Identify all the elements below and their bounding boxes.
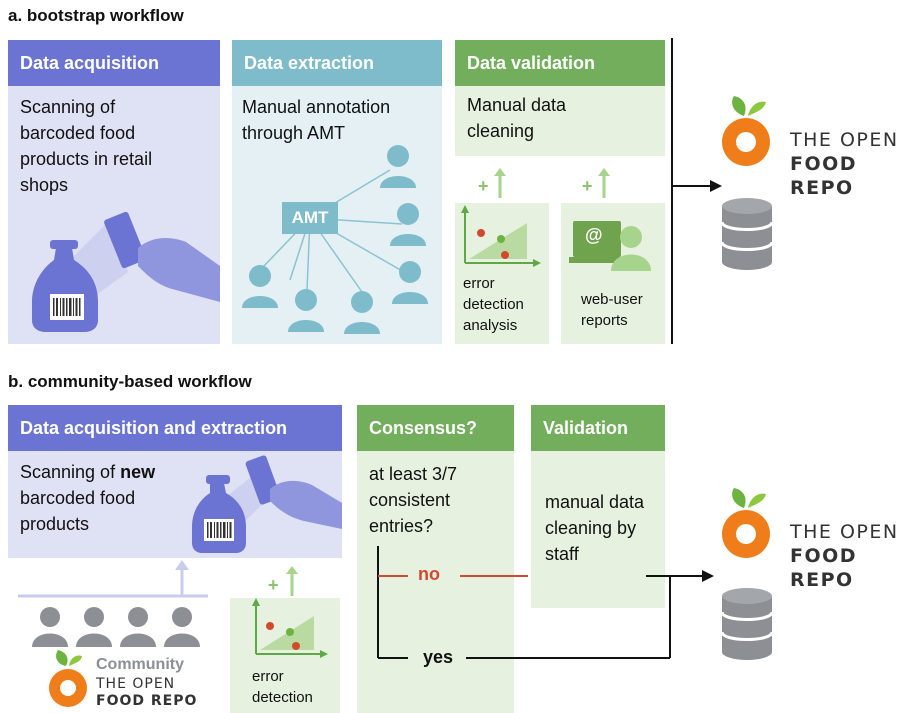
plus-sign: + [582,176,593,196]
consensus-text: at least 3/7 consistent entries? [369,464,458,536]
consensus-header: Consensus? [357,405,514,451]
up-arrow-icon [494,168,506,198]
section-b-title: b. community-based workflow [8,372,252,391]
scanning-illustration [32,211,220,332]
data-extraction-panel: Data extraction Manual annotation throug… [232,40,442,344]
error-chart-icon [461,205,541,267]
error-detection-analysis-text: error detection analysis [463,275,524,334]
open-food-repo-logo-icon [722,96,770,166]
error-detection-box: error detection [230,598,340,713]
error-detection-text: error detection [252,668,313,706]
open-food-repo-brand: THE OPEN FOOD REPO [790,520,912,592]
section-a-title: a. bootstrap workflow [8,6,184,25]
data-acquisition-panel: Data acquisition Scanning of barcoded fo… [8,40,220,344]
database-icon [720,198,774,270]
up-arrow-icon [598,168,610,198]
community-label: Community [96,656,184,673]
up-arrow-icon [175,560,189,596]
community-people-icon [32,607,200,647]
data-extraction-header: Data extraction [232,40,442,86]
community-brand-line-2: FOOD REPO [96,693,198,709]
scanning-illustration [192,455,342,553]
section-a-merge-arrow [671,38,722,344]
error-detection-analysis-box: error detection analysis [455,203,549,344]
plus-sign: + [268,575,279,595]
up-arrow-icon [286,566,298,596]
brand-line-2: FOOD REPO [790,153,858,199]
community-brand: THE OPEN FOOD REPO [96,676,197,710]
data-validation-header: Data validation [455,40,665,86]
community-logo-icon [49,650,87,707]
amt-label: AMT [291,208,329,227]
text-bold-new: new [120,462,156,482]
community-connector-line [18,594,208,598]
amt-network-diagram [242,145,428,334]
data-acquisition-extraction-text: Scanning of new barcoded food products [20,459,195,537]
validation-panel: Validation manual data cleaning by staff [531,405,665,608]
web-user-reports-box: @ web-user reports [561,203,665,344]
data-validation-text: Manual data cleaning [467,95,567,141]
open-food-repo-brand: THE OPEN FOOD REPO [790,128,912,200]
data-extraction-text: Manual annotation through AMT [242,97,391,143]
validation-text: manual data cleaning by staff [545,492,645,564]
community-brand-line-1: THE OPEN [96,676,176,692]
consensus-flow-lines [377,546,714,659]
brand-line-1: THE OPEN [790,129,899,151]
data-acquisition-text: Scanning of barcoded food products in re… [20,97,153,195]
brand-line-1: THE OPEN [790,521,899,543]
at-symbol-icon: @ [585,225,603,245]
consensus-panel: Consensus? at least 3/7 consistent entri… [357,405,514,713]
plus-sign: + [478,176,489,196]
web-user-reports-text: web-user reports [581,291,643,329]
brand-line-2: FOOD REPO [790,545,858,591]
text-prefix: Scanning of [20,462,121,482]
open-food-repo-logo-icon [722,488,770,558]
error-chart-icon [252,598,328,658]
data-acquisition-extraction-header: Data acquisition and extraction [8,405,342,451]
data-validation-panel: Data validation Manual data cleaning [455,40,665,156]
data-acquisition-extraction-panel: Data acquisition and extraction Scanning… [8,405,342,558]
data-acquisition-header: Data acquisition [8,40,220,86]
text-suffix: barcoded food products [20,488,136,534]
no-label: no [418,564,440,584]
validation-header: Validation [531,405,665,451]
web-user-icon [569,221,651,271]
database-icon [720,588,774,660]
yes-label: yes [423,647,454,667]
